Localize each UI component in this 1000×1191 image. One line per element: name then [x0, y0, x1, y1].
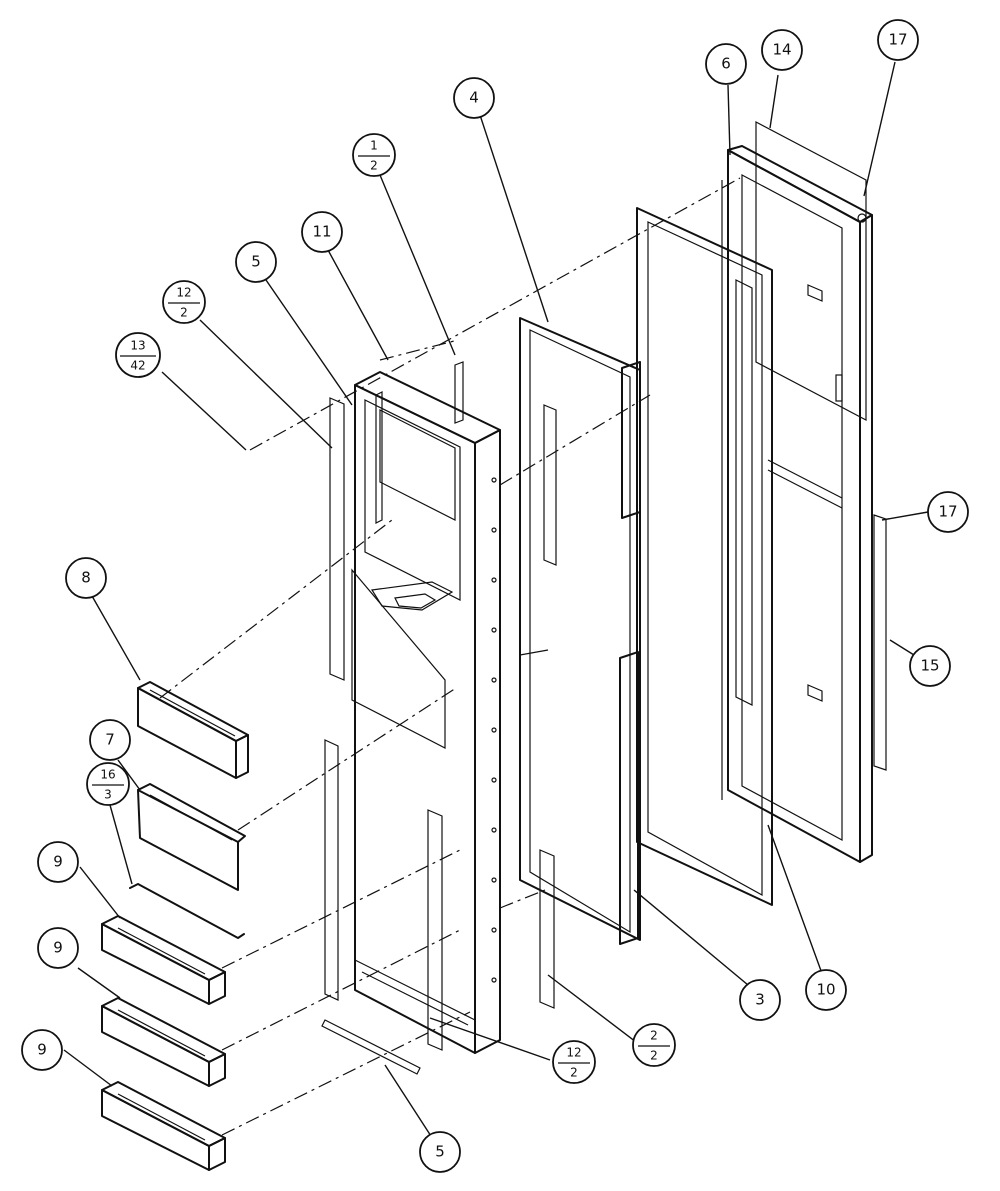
- callout-1-2-top: 1: [370, 139, 378, 153]
- callout-16-3: 16 3: [86, 762, 130, 806]
- callout-3: 3: [739, 979, 781, 1021]
- door-bin-lower: [101, 1081, 226, 1171]
- callout-12-2-top-num: 12: [176, 286, 191, 300]
- callout-15-label: 15: [920, 657, 939, 675]
- callout-16-3-bottom: 3: [104, 788, 112, 802]
- callout-13-42-top: 13: [130, 339, 145, 353]
- callout-10: 10: [805, 969, 847, 1011]
- callout-6-label: 6: [721, 55, 731, 73]
- outer-door: [727, 121, 887, 863]
- callout-12-2-top-den: 2: [180, 306, 188, 320]
- callout-15: 15: [909, 645, 951, 687]
- door-gasket: [636, 180, 773, 906]
- callout-2-2: 2 2: [632, 1023, 676, 1067]
- callout-17-mid: 17: [927, 491, 969, 533]
- callout-4-label: 4: [469, 89, 479, 107]
- callout-1-2-bottom: 2: [370, 159, 378, 173]
- shelf-bin-7: [137, 783, 246, 891]
- callout-14-label: 14: [772, 41, 791, 59]
- callout-13-42-bottom: 42: [130, 359, 145, 373]
- front-door-panel: [321, 361, 501, 1075]
- callout-12-2-bottom: 12 2: [552, 1040, 596, 1084]
- callout-17-top: 17: [877, 19, 919, 61]
- callout-13-42: 13 42: [115, 332, 161, 378]
- assembly-lines: [159, 177, 741, 1136]
- callout-4: 4: [453, 77, 495, 119]
- callout-8-label: 8: [81, 569, 91, 587]
- callout-11: 11: [301, 211, 343, 253]
- door-bin-middle: [101, 997, 226, 1087]
- callout-14: 14: [761, 29, 803, 71]
- callout-7-label: 7: [105, 731, 115, 749]
- callout-17-mid-label: 17: [938, 503, 957, 521]
- callout-9-third-label: 9: [37, 1041, 47, 1059]
- callout-9-second: 9: [37, 927, 79, 969]
- mounting-holes: [491, 477, 497, 983]
- callout-10-label: 10: [816, 981, 835, 999]
- callout-6: 6: [705, 43, 747, 85]
- callout-9-third: 9: [21, 1029, 63, 1071]
- callout-12-2-bottom-den: 2: [570, 1066, 578, 1080]
- inner-liner: [519, 317, 641, 1009]
- callout-9-second-label: 9: [53, 939, 63, 957]
- callout-2-2-bottom: 2: [650, 1049, 658, 1063]
- bracket-16: [129, 883, 245, 939]
- shelf-bin-8: [137, 681, 249, 779]
- callout-7: 7: [89, 719, 131, 761]
- callout-17-top-label: 17: [888, 31, 907, 49]
- callout-5-top: 5: [235, 241, 277, 283]
- callout-12-2-bottom-num: 12: [566, 1046, 581, 1060]
- callout-5-bottom-label: 5: [435, 1143, 445, 1161]
- callout-8: 8: [65, 557, 107, 599]
- callout-9-first: 9: [37, 841, 79, 883]
- callout-5-top-label: 5: [251, 253, 261, 271]
- callout-5-bottom: 5: [419, 1131, 461, 1173]
- callout-1-2: 1 2: [352, 133, 396, 177]
- callout-11-label: 11: [312, 223, 331, 241]
- callout-12-2-top: 12 2: [162, 280, 206, 324]
- callout-3-label: 3: [755, 991, 765, 1009]
- door-bin-upper: [101, 915, 226, 1005]
- callout-2-2-top: 2: [650, 1029, 658, 1043]
- callout-9-first-label: 9: [53, 853, 63, 871]
- callout-16-3-top: 16: [100, 768, 115, 782]
- leader-lines: [63, 61, 929, 1151]
